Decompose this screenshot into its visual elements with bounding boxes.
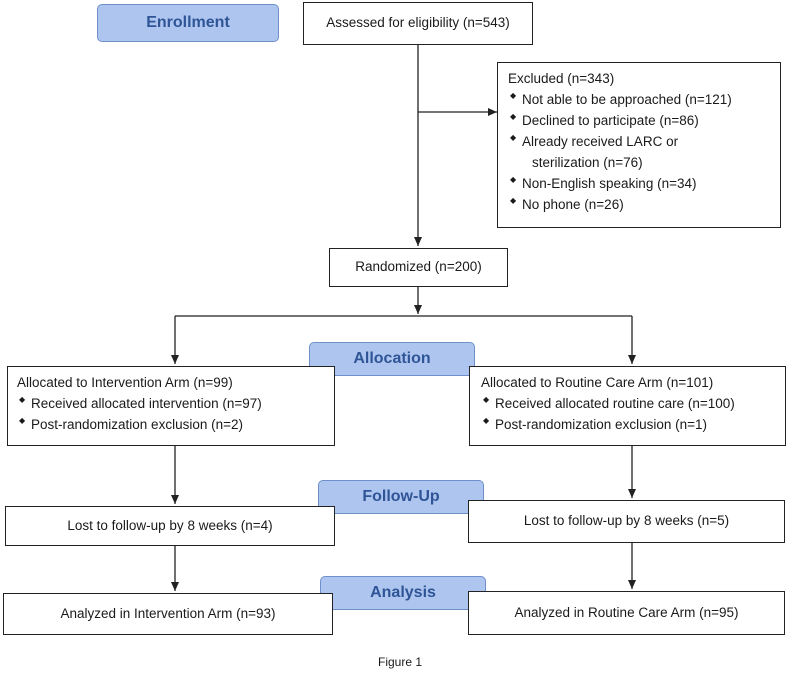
intervention-analysis-box: Analyzed in Intervention Arm (n=93) [3, 593, 333, 635]
excluded-item: Not able to be approached (n=121) [508, 90, 780, 111]
allocation-phase-label: Allocation [309, 342, 475, 376]
randomized-box: Randomized (n=200) [329, 248, 508, 287]
randomized-text: Randomized (n=200) [355, 259, 482, 275]
routine-item: Received allocated routine care (n=100) [481, 394, 785, 415]
excluded-title: Excluded (n=343) [508, 71, 615, 86]
excluded-item-continued: sterilization (n=76) [532, 154, 643, 170]
intervention-title: Allocated to Intervention Arm (n=99) [17, 375, 233, 390]
excluded-item: Already received LARC or [508, 132, 780, 153]
intervention-allocation-box: Allocated to Intervention Arm (n=99) Rec… [7, 366, 335, 446]
intervention-list: Received allocated intervention (n=97) P… [17, 394, 334, 436]
intervention-followup-box: Lost to follow-up by 8 weeks (n=4) [5, 506, 335, 546]
routine-analysis-box: Analyzed in Routine Care Arm (n=95) [468, 591, 785, 635]
excluded-list: Not able to be approached (n=121) Declin… [508, 90, 780, 216]
routine-list: Received allocated routine care (n=100) … [481, 394, 785, 436]
analysis-phase-label: Analysis [320, 576, 486, 610]
intervention-item: Received allocated intervention (n=97) [17, 394, 334, 415]
enrollment-phase-label: Enrollment [97, 4, 279, 42]
intervention-analysis-text: Analyzed in Intervention Arm (n=93) [60, 605, 276, 621]
intervention-followup-text: Lost to follow-up by 8 weeks (n=4) [67, 517, 273, 533]
excluded-item: Non-English speaking (n=34) [508, 174, 780, 195]
routine-followup-text: Lost to follow-up by 8 weeks (n=5) [523, 513, 730, 529]
follow-up-phase-label: Follow-Up [318, 480, 484, 514]
excluded-box: Excluded (n=343) Not able to be approach… [497, 62, 781, 228]
routine-followup-box: Lost to follow-up by 8 weeks (n=5) [468, 500, 785, 543]
excluded-item: Declined to participate (n=86) [508, 111, 780, 132]
routine-analysis-text: Analyzed in Routine Care Arm (n=95) [514, 604, 739, 620]
assessed-text: Assessed for eligibility (n=543) [326, 15, 510, 31]
intervention-item: Post-randomization exclusion (n=2) [17, 415, 334, 436]
figure-caption: Figure 1 [377, 655, 423, 669]
assessed-box: Assessed for eligibility (n=543) [303, 2, 533, 45]
routine-item: Post-randomization exclusion (n=1) [481, 415, 785, 436]
routine-title: Allocated to Routine Care Arm (n=101) [481, 375, 714, 390]
excluded-item: No phone (n=26) [508, 195, 780, 216]
routine-allocation-box: Allocated to Routine Care Arm (n=101) Re… [469, 366, 786, 446]
